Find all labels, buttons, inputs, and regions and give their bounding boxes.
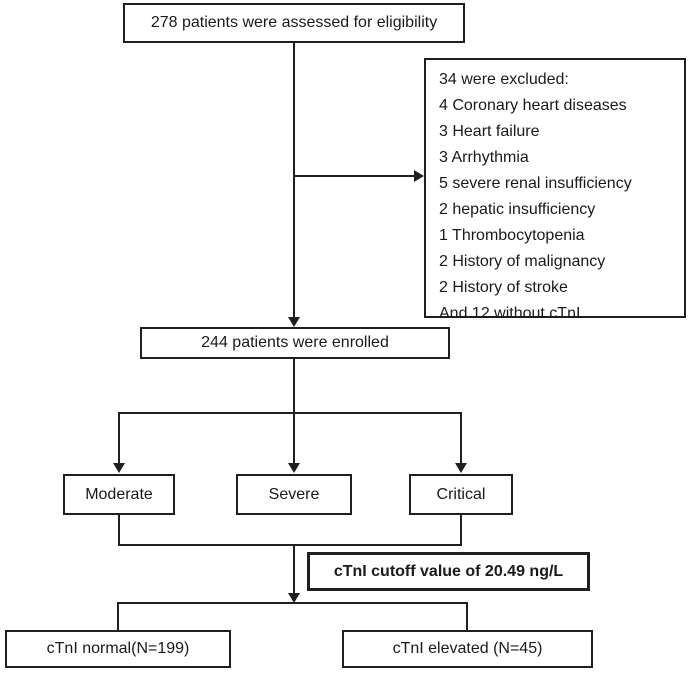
enrolled-box: 244 patients were enrolled <box>140 327 450 359</box>
critical-merge-line <box>460 515 462 546</box>
split-arrowhead-icon <box>288 593 300 603</box>
moderate-group-box: Moderate <box>63 474 175 515</box>
merge-down-line <box>293 544 295 594</box>
moderate-arrowhead-icon <box>113 463 125 473</box>
to-severe-line <box>293 412 295 464</box>
assessed-to-enrolled-line <box>293 43 295 318</box>
excluded-line: 2 History of malignancy <box>439 253 606 270</box>
excluded-line: 1 Thrombocytopenia <box>439 227 585 244</box>
excluded-line: 2 History of stroke <box>439 279 568 296</box>
critical-arrowhead-icon <box>455 463 467 473</box>
excluded-arrowhead-icon <box>414 170 424 182</box>
ctni-elevated-box: cTnI elevated (N=45) <box>342 630 593 668</box>
excluded-line: 34 were excluded: <box>439 71 569 88</box>
excluded-reasons-box: 34 were excluded: 4 Coronary heart disea… <box>424 58 686 322</box>
ctni-split-line <box>117 602 468 604</box>
excluded-line: And 12 without cTnI <box>439 305 581 322</box>
to-critical-line <box>460 412 462 464</box>
merge-line <box>118 544 462 546</box>
ctni-normal-box: cTnI normal(N=199) <box>5 630 231 668</box>
excluded-line: 3 Arrhythmia <box>439 149 529 166</box>
excluded-line: 5 severe renal insufficiency <box>439 175 632 192</box>
branch-to-excluded-line <box>294 175 415 177</box>
enrolled-arrowhead-icon <box>288 317 300 327</box>
excluded-line: 4 Coronary heart diseases <box>439 97 627 114</box>
severe-arrowhead-icon <box>288 463 300 473</box>
assessed-for-eligibility-box: 278 patients were assessed for eligibili… <box>123 3 465 43</box>
severity-branch-line <box>118 412 462 414</box>
to-moderate-line <box>118 412 120 464</box>
critical-group-box: Critical <box>409 474 513 515</box>
severe-group-box: Severe <box>236 474 352 515</box>
to-normal-line <box>117 602 119 630</box>
to-elevated-line <box>466 602 468 630</box>
excluded-line: 2 hepatic insufficiency <box>439 201 596 218</box>
moderate-merge-line <box>118 515 120 546</box>
excluded-line: 3 Heart failure <box>439 123 540 140</box>
enrolled-down-line <box>293 359 295 414</box>
ctni-cutoff-box: cTnI cutoff value of 20.49 ng/L <box>307 552 590 591</box>
